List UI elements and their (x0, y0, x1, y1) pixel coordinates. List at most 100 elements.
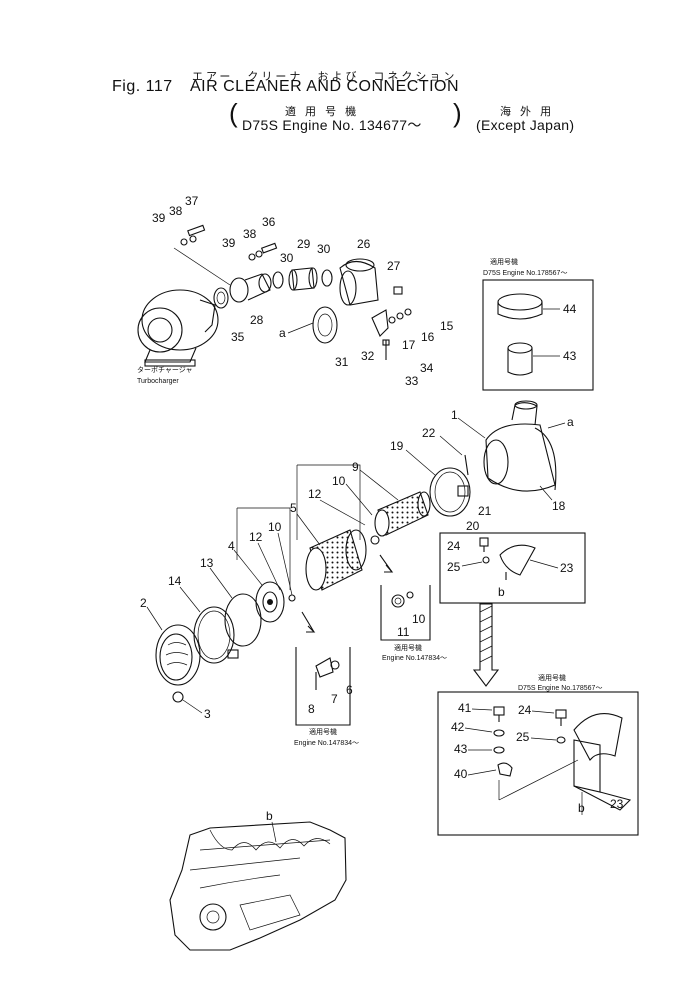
callout-13: 13 (200, 556, 214, 570)
callout-2: 2 (140, 596, 147, 610)
callout-23: 23 (560, 561, 574, 575)
callout-39b: 39 (222, 236, 236, 250)
paren-open: ( (229, 98, 238, 128)
ref-b-mid: b (498, 585, 505, 599)
callout-31: 31 (335, 355, 349, 369)
paren-close: ) (453, 98, 462, 128)
callout-10b: 10 (268, 520, 282, 534)
gasket-35 (213, 287, 229, 309)
ref-a-top: a (279, 326, 286, 340)
callout-43: 43 (563, 349, 577, 363)
callout-6: 6 (346, 683, 353, 697)
callout-37: 37 (185, 194, 199, 208)
page-title: AIR CLEANER AND CONNECTION (190, 78, 460, 95)
callout-30b: 30 (317, 242, 331, 256)
inset-br-note: D75S Engine No.178567～ (518, 685, 602, 692)
inset-top-right (482, 279, 594, 391)
callout-1: 1 (451, 408, 458, 422)
callout-25b: 25 (516, 730, 530, 744)
inset-bs-note-jp: 適用号機 (309, 727, 337, 736)
inset-tr-note-jp: 適用号機 (490, 257, 518, 266)
callout-34: 34 (420, 361, 434, 375)
hose-29 (288, 267, 318, 291)
nut-3 (172, 691, 184, 703)
turbo-label: Turbocharger (137, 378, 179, 385)
engine-range: D75S Engine No. 134677～ (242, 117, 422, 133)
callout-4: 4 (228, 539, 235, 553)
callout-24: 24 (447, 539, 461, 553)
callout-8: 8 (308, 702, 315, 716)
callout-16: 16 (421, 330, 435, 344)
ref-a-main: a (567, 415, 574, 429)
callout-38: 38 (169, 204, 183, 218)
callout-5: 5 (290, 501, 297, 515)
callout-40: 40 (454, 767, 468, 781)
callout-20: 20 (466, 519, 480, 533)
callout-29: 29 (297, 237, 311, 251)
callout-32: 32 (361, 349, 375, 363)
applicable-jp: 適 用 号 機 (285, 106, 360, 118)
callout-44: 44 (563, 302, 577, 316)
callout-11: 11 (397, 625, 410, 639)
overseas-jp: 海 外 用 (500, 106, 555, 118)
air-cleaner-body (483, 400, 557, 492)
callout-27: 27 (387, 259, 401, 273)
inset-mid-right (439, 532, 586, 604)
callout-17: 17 (402, 338, 416, 352)
callout-22: 22 (422, 426, 436, 440)
callout-33: 33 (405, 374, 419, 388)
callout-41: 41 (458, 701, 472, 715)
inset-bottom-small (295, 647, 351, 726)
figure-label: Fig. 117 (112, 78, 173, 95)
callout-42: 42 (451, 720, 465, 734)
inset-bottom-right (437, 691, 639, 836)
inset-mid-small (380, 585, 431, 641)
turbocharger (137, 289, 219, 367)
callout-23b: 23 (610, 797, 624, 811)
ref-b-engine: b (266, 809, 273, 823)
elbow-28 (229, 273, 272, 303)
inset-ms-note-jp: 適用号機 (394, 643, 422, 652)
callout-25: 25 (447, 560, 461, 574)
callout-18: 18 (552, 499, 566, 513)
japanese-title: エアー クリーナ および コネクション (192, 71, 458, 83)
callout-43b: 43 (454, 742, 468, 756)
clamp-14 (193, 606, 239, 664)
callout-35: 35 (231, 330, 245, 344)
callout-24b: 24 (518, 703, 532, 717)
bracket-parts (371, 286, 412, 360)
cap-4 (255, 581, 285, 623)
callout-21: 21 (478, 504, 492, 518)
callout-12: 12 (308, 487, 322, 501)
elbow-26 (339, 258, 379, 306)
callout-7: 7 (331, 692, 338, 706)
callout-36: 36 (262, 215, 276, 229)
callout-15: 15 (440, 319, 454, 333)
hatched-arrow (472, 603, 500, 687)
callout-39: 39 (152, 211, 166, 225)
engine-silhouette (169, 821, 347, 951)
ref-b-bottom: b (578, 801, 585, 815)
inset-br-note-jp: 適用号機 (538, 673, 566, 682)
callout-12b: 12 (249, 530, 263, 544)
band-19 (429, 467, 471, 517)
except-japan: (Except Japan) (476, 117, 575, 133)
callout-10c: 10 (412, 612, 426, 626)
callout-10: 10 (332, 474, 346, 488)
callout-3: 3 (204, 707, 211, 721)
clamp-30-right (321, 269, 333, 287)
turbo-label-jp: ターボチャージャ (137, 365, 192, 374)
o-ring-13 (224, 593, 262, 647)
callout-14: 14 (168, 574, 182, 588)
screw-10-main (370, 535, 394, 573)
callout-38b: 38 (243, 227, 257, 241)
inner-element-9 (374, 491, 431, 537)
clamp-30-left (272, 271, 284, 289)
callout-28: 28 (250, 313, 264, 327)
callout-30: 30 (280, 251, 294, 265)
callout-26: 26 (357, 237, 371, 251)
outer-element-5 (305, 529, 367, 591)
inset-tr-note: D75S Engine No.178567～ (483, 270, 567, 277)
